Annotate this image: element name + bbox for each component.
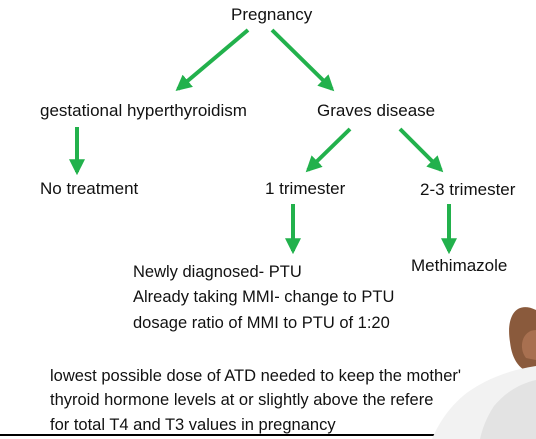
footer-note-line-1: lowest possible dose of ATD needed to ke…: [50, 367, 462, 385]
node-1-trimester: 1 trimester: [265, 179, 346, 198]
first-trimester-note-2: Already taking MMI- change to PTU: [133, 288, 395, 306]
arrow-graves-to-1-trimester: [305, 127, 352, 173]
node-2-3-trimester: 2-3 trimester: [420, 180, 516, 199]
arrow-pregnancy-to-graves: [270, 28, 335, 92]
footer-note-line-3: for total T4 and T3 values in pregnancy: [50, 416, 336, 434]
bottom-rule: [0, 434, 536, 436]
arrow-pregnancy-to-gestational: [175, 28, 250, 92]
first-trimester-note-1: Newly diagnosed- PTU: [133, 263, 302, 281]
arrow-graves-to-2-3-trimester: [398, 127, 444, 173]
node-graves-disease: Graves disease: [317, 101, 436, 120]
node-methimazole: Methimazole: [411, 256, 508, 275]
node-no-treatment: No treatment: [40, 179, 139, 198]
footer-note-line-2: thyroid hormone levels at or slightly ab…: [50, 391, 434, 409]
node-gestational-hyperthyroidism: gestational hyperthyroidism: [40, 101, 247, 120]
node-pregnancy: Pregnancy: [231, 5, 313, 24]
first-trimester-note-3: dosage ratio of MMI to PTU of 1:20: [133, 314, 390, 332]
